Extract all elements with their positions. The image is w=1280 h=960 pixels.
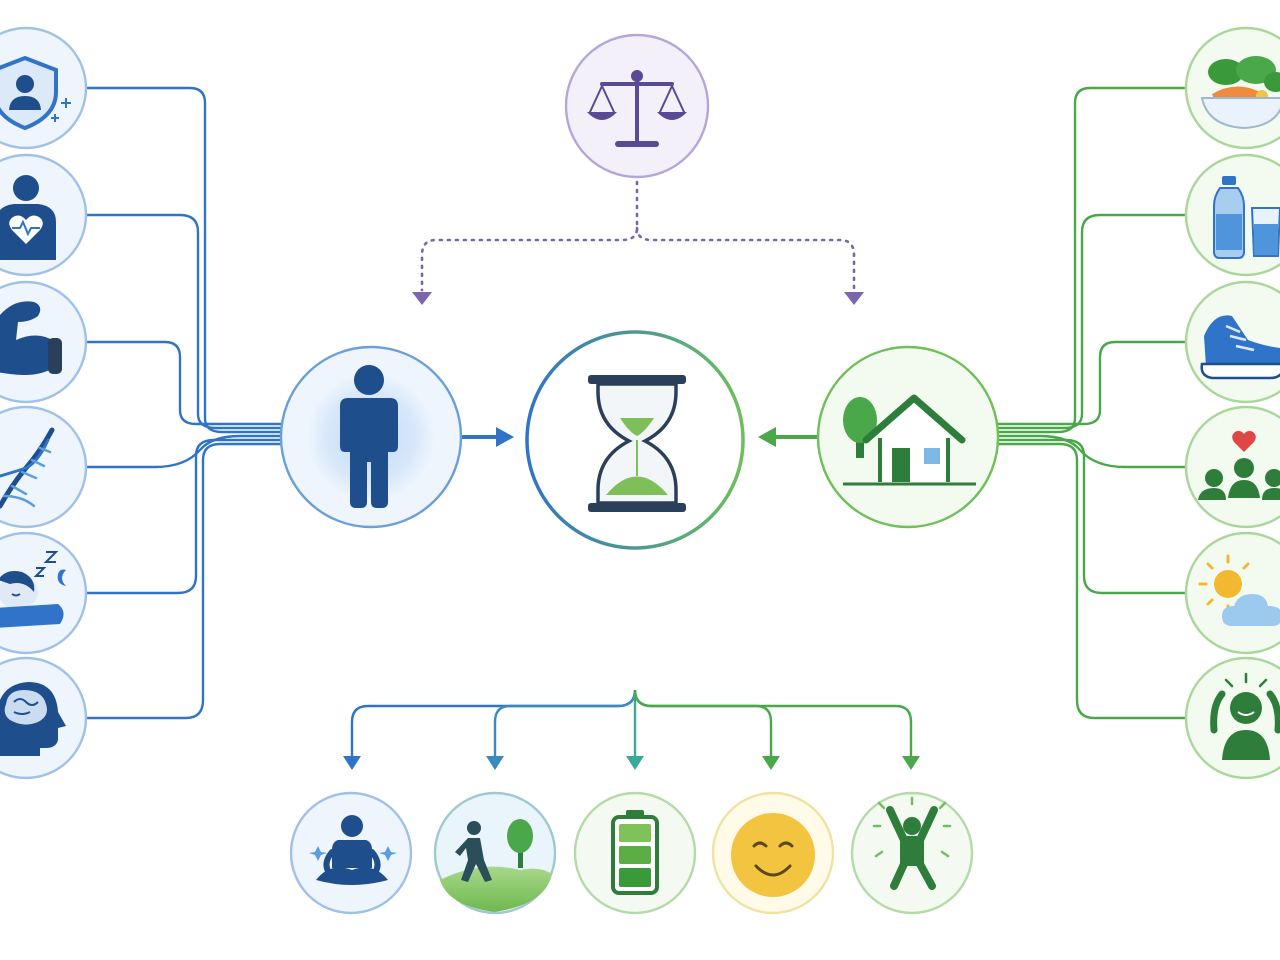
connector-right-3 [998, 340, 1186, 426]
outcome-energy [573, 791, 697, 915]
outcome-happiness [711, 791, 835, 915]
jumping-joy-icon [872, 796, 952, 890]
dna-icon [0, 427, 55, 509]
water-bottle-icon [1213, 176, 1280, 259]
person-node [279, 345, 463, 529]
sun-cloud-icon [1198, 554, 1280, 626]
connector-right-6 [998, 442, 1186, 720]
outcome-arrowheads [343, 756, 920, 770]
stress-person-icon [1210, 672, 1280, 760]
house-with-tree-icon [843, 394, 976, 486]
sleeping-person-icon [0, 551, 66, 628]
connector-left-3 [86, 340, 284, 426]
balance-scale-icon [589, 70, 685, 147]
heart-health-icon [0, 175, 56, 260]
connector-right-5 [998, 438, 1186, 595]
outcome-meditation [289, 791, 413, 915]
balance-connectors [420, 180, 856, 292]
right-connectors [998, 86, 1186, 720]
connector-right-1 [998, 86, 1186, 434]
running-shoe-icon [1200, 315, 1280, 380]
connector-left-5 [86, 438, 284, 595]
balance-arrowheads [412, 292, 864, 305]
right-factors [1184, 26, 1280, 780]
connector-right-2 [998, 213, 1186, 430]
hourglass-node [525, 330, 745, 550]
environment-to-hourglass-arrow [758, 427, 818, 447]
left-factors [0, 26, 88, 780]
left-connectors [86, 86, 284, 720]
balance-node [564, 33, 710, 179]
meditation-icon [316, 815, 388, 885]
outcome-vitality [850, 791, 974, 915]
salad-bowl-icon [1200, 56, 1280, 130]
shield-person-icon [0, 55, 71, 131]
full-battery-icon [611, 810, 659, 895]
person-to-hourglass-arrow [462, 427, 514, 447]
connector-left-4 [86, 434, 284, 469]
person-icon [340, 365, 398, 508]
connector-left-1 [86, 86, 284, 434]
community-heart-icon [1198, 430, 1280, 500]
smiley-face-icon [731, 813, 815, 897]
brain-head-icon [0, 682, 66, 756]
walking-nature-icon [440, 866, 552, 912]
outcome-connectors [350, 548, 913, 756]
connector-left-2 [86, 213, 284, 430]
outcome-walking-nature [433, 791, 557, 915]
connector-left-6 [86, 442, 284, 720]
connector-right-4 [998, 434, 1186, 469]
hourglass-icon [588, 375, 686, 512]
flexed-arm-icon [0, 301, 62, 375]
environment-node [816, 345, 1000, 529]
